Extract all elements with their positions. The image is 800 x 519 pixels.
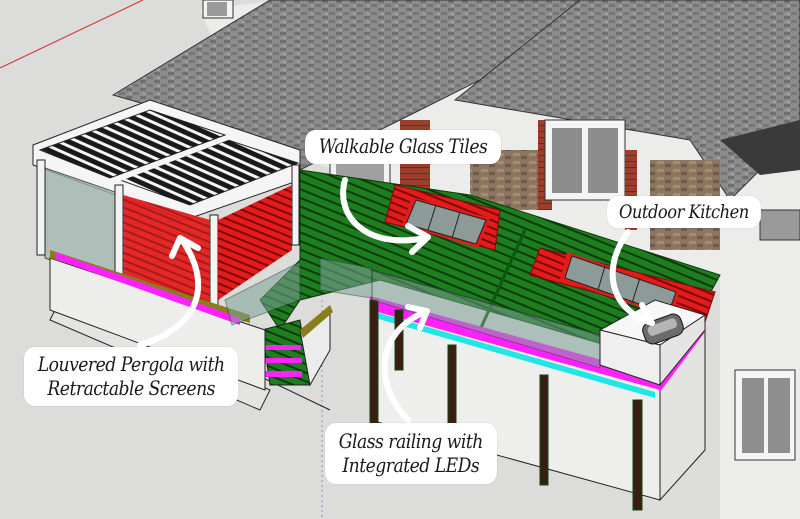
- callout-glass-railing: Glass railing with Integrated LEDs: [325, 423, 497, 485]
- callout-text: Outdoor Kitchen: [619, 201, 749, 223]
- callout-text-line-2: Retractable Screens: [47, 375, 215, 400]
- callout-text-line-1: Glass railing with: [338, 429, 484, 453]
- callout-outdoor-kitchen: Outdoor Kitchen: [607, 196, 761, 229]
- callout-text-line-1: Louvered Pergola with: [37, 352, 225, 376]
- callout-text: Walkable Glass Tiles: [318, 134, 488, 158]
- callout-walkable-glass-tiles: Walkable Glass Tiles: [305, 130, 502, 164]
- callout-text-line-2: Integrated LEDs: [342, 452, 480, 477]
- callout-louvered-pergola: Louvered Pergola with Retractable Screen…: [24, 347, 239, 407]
